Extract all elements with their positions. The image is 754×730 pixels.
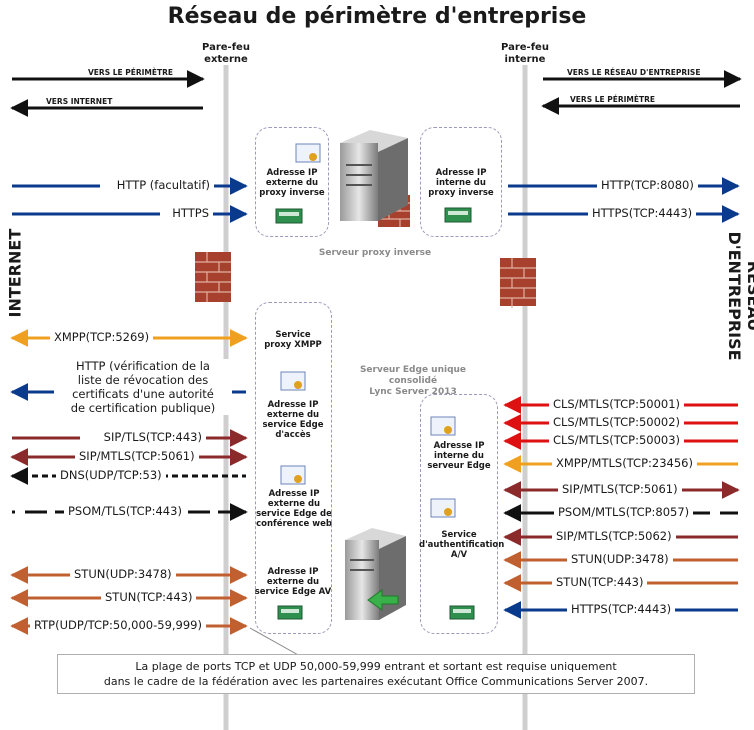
internal-firewall-label: Pare-feu interne [501, 42, 549, 65]
brick-wall-icon [195, 252, 231, 302]
corp-side-label: RÉSEAU D'ENTREPRISE [725, 231, 754, 361]
flow-label: PSOM/MTLS(TCP:8057) [554, 505, 694, 519]
flow-label: HTTP(TCP:8080) [597, 178, 698, 192]
xmpp-proxy-label: Service proxy XMPP [264, 330, 322, 350]
reverse-proxy-internal-label: Adresse IP interne du proxy inverse [428, 168, 494, 198]
edge-internal-box [420, 394, 498, 634]
network-card-icon [275, 208, 303, 224]
green-arrow-icon [367, 589, 399, 611]
av-auth-label: Service d'authentification A/V [419, 530, 505, 560]
reverse-proxy-external-label: Adresse IP externe du proxy inverse [259, 168, 325, 198]
flow-label: HTTPS(TCP:4443) [588, 206, 697, 220]
flow-label: CLS/MTLS(TCP:50003) [549, 433, 685, 447]
flow-label: SIP/MTLS(TCP:5061) [558, 482, 682, 496]
note-connector [249, 627, 301, 657]
certificate-icon [280, 371, 306, 391]
flow-label: HTTP (facultatif) [100, 178, 214, 192]
reverse-proxy-internal-box [420, 127, 502, 237]
network-card-icon [444, 207, 472, 223]
flow-label: SIP/MTLS(TCP:5061) [75, 449, 199, 463]
access-edge-label: Adresse IP externe du service Edge d'acc… [262, 400, 324, 440]
flow-label: SIP/MTLS(TCP:5062) [552, 529, 676, 543]
flow-label: RTP(UDP/TCP:50,000-59,999) [30, 618, 206, 632]
to-perimeter-left-label: VERS LE PÉRIMÈTRE [88, 68, 174, 77]
internet-side-label: INTERNET [5, 228, 25, 318]
edge-internal-label: Adresse IP interne du serveur Edge [427, 441, 491, 471]
flow-label: SIP/TLS(TCP:443) [80, 430, 206, 444]
brick-wall-icon [500, 258, 536, 308]
flow-label: HTTP (vérification de la liste de révoca… [54, 359, 232, 415]
external-firewall-label: Pare-feu externe [202, 42, 250, 65]
flow-label: STUN(TCP:443) [552, 575, 648, 589]
server-icon [340, 130, 408, 221]
server-icon [345, 528, 406, 620]
flow-label: XMPP/MTLS(TCP:23456) [552, 456, 697, 470]
flow-label: XMPP(TCP:5269) [50, 330, 154, 344]
page-title: Réseau de périmètre d'entreprise [167, 4, 587, 29]
edge-caption: Serveur Edge unique consolidé Lync Serve… [359, 365, 467, 397]
flow-label: PSOM/TLS(TCP:443) [64, 504, 186, 518]
certificate-icon [430, 498, 456, 518]
to-perimeter-right-label: VERS LE PÉRIMÈTRE [570, 95, 656, 104]
flow-label: STUN(TCP:443) [101, 590, 197, 604]
reverse-proxy-caption: Serveur proxy inverse [318, 248, 432, 258]
flow-label: HTTPS [160, 206, 213, 220]
flow-label: DNS(UDP/TCP:53) [56, 468, 166, 482]
webconf-edge-label: Adresse IP externe du service Edge de co… [256, 489, 332, 529]
certificate-icon [430, 416, 456, 436]
reverse-proxy-external-box [255, 127, 329, 237]
flow-label: CLS/MTLS(TCP:50001) [549, 397, 685, 411]
flow-label: HTTPS(TCP:4443) [567, 602, 676, 616]
av-edge-label: Adresse IP externe du service Edge AV [254, 567, 332, 597]
to-corp-label: VERS LE RÉSEAU D'ENTREPRISE [567, 68, 701, 77]
network-card-icon [277, 605, 303, 620]
edge-external-box [255, 302, 332, 634]
network-card-icon [449, 605, 475, 620]
certificate-icon [280, 465, 306, 485]
certificate-icon [295, 143, 321, 163]
flow-label: CLS/MTLS(TCP:50002) [549, 415, 685, 429]
to-internet-label: VERS INTERNET [46, 97, 113, 106]
flow-label: STUN(UDP:3478) [567, 552, 673, 566]
note-box: La plage de ports TCP et UDP 50,000-59,9… [57, 654, 695, 694]
flow-label: STUN(UDP:3478) [70, 567, 176, 581]
